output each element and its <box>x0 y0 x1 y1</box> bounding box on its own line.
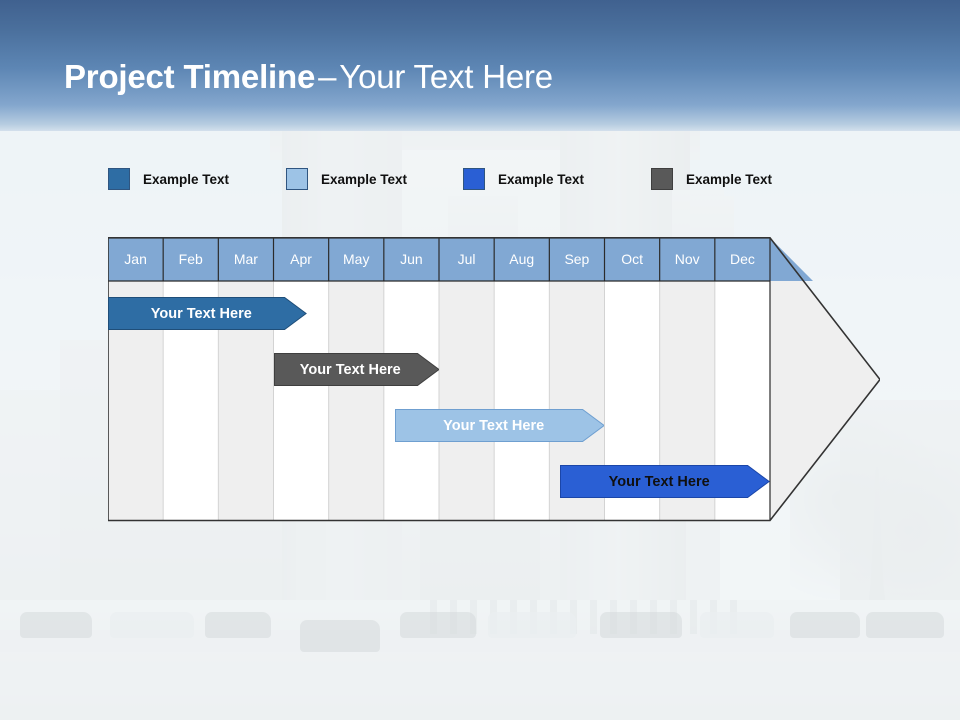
page-title-light: Your Text Here <box>339 58 553 95</box>
task-bar-arrow-shape <box>394 409 605 442</box>
month-header-jul[interactable]: Jul <box>457 251 476 267</box>
task-bar-2[interactable]: Your Text Here <box>273 353 439 386</box>
month-header-nov[interactable]: Nov <box>674 251 700 267</box>
month-header-dec[interactable]: Dec <box>729 251 755 267</box>
task-bar-label: Your Text Here <box>150 305 252 322</box>
task-bar-4[interactable]: Your Text Here <box>560 465 770 498</box>
legend-swatch-gray-icon <box>651 168 673 190</box>
legend-item-2[interactable]: Example Text <box>463 168 584 190</box>
legend-swatch-dark-blue-icon <box>108 168 130 190</box>
month-header-mar[interactable]: Mar <box>233 251 258 267</box>
task-bar-arrow-shape <box>108 297 307 330</box>
task-bar-1[interactable]: Your Text Here <box>108 297 307 330</box>
month-header-aug[interactable]: Aug <box>509 251 535 267</box>
legend-swatch-bright-blue-icon <box>463 168 485 190</box>
legend-item-0[interactable]: Example Text <box>108 168 229 190</box>
legend-label-1: Example Text <box>321 171 408 187</box>
page-title-strong: Project Timeline <box>64 58 316 95</box>
legend-label-2: Example Text <box>498 171 585 187</box>
month-header-sep[interactable]: Sep <box>564 251 590 267</box>
task-bar-label: Your Text Here <box>443 417 545 434</box>
task-bar-label: Your Text Here <box>299 361 401 378</box>
legend-swatch-light-blue-icon <box>286 168 308 190</box>
month-header-oct[interactable]: Oct <box>621 251 643 267</box>
month-header-may[interactable]: May <box>343 251 370 267</box>
title-band <box>0 0 960 131</box>
task-bar-3[interactable]: Your Text Here <box>394 409 605 442</box>
legend-label-0: Example Text <box>143 171 230 187</box>
month-header-jun[interactable]: Jun <box>400 251 423 267</box>
page-title: Project Timeline–Your Text Here <box>64 58 553 96</box>
month-header-feb[interactable]: Feb <box>178 251 203 267</box>
page-title-dash: – <box>318 58 337 95</box>
task-bar-arrow-shape <box>560 465 770 498</box>
legend-label-3: Example Text <box>686 171 773 187</box>
month-header-apr[interactable]: Apr <box>290 251 312 267</box>
month-header-jan[interactable]: Jan <box>124 251 147 267</box>
task-bar-label: Your Text Here <box>608 473 710 490</box>
gantt-chart: Jan Feb Mar Apr May Jun Jul Aug Sep Oct Nov Dec You… <box>108 237 880 522</box>
legend-item-3[interactable]: Example Text <box>651 168 772 190</box>
task-bar-arrow-shape <box>273 353 439 386</box>
legend: Example Text Example Text Example Text E… <box>108 168 808 196</box>
legend-item-1[interactable]: Example Text <box>286 168 407 190</box>
